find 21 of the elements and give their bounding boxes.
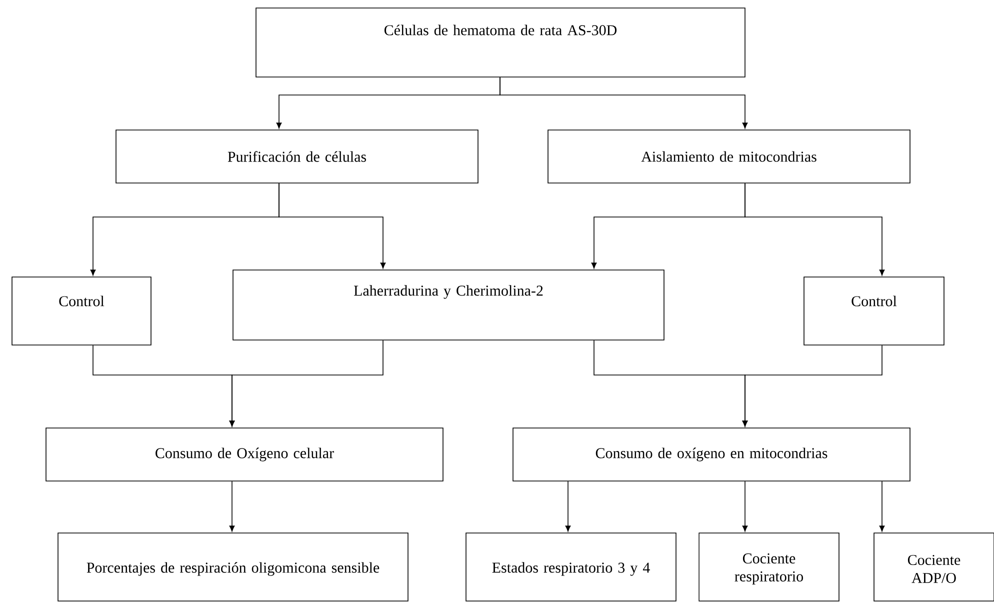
process-box: Control [804, 276, 944, 346]
process-box: Laherradurina y Cherimolina-2 [232, 270, 664, 340]
arrow [744, 183, 885, 276]
arrow [742, 481, 748, 532]
process-box: Células de hematoma de rata AS-30D [256, 8, 746, 78]
arrow [278, 183, 386, 269]
process-box: Aislamiento de mitocondrias [548, 130, 910, 184]
process-box: Cociente respiratorio [698, 532, 840, 602]
arrow [565, 481, 571, 532]
arrow [879, 481, 885, 532]
arrow [742, 345, 882, 427]
arrow [500, 77, 748, 129]
arrow [229, 481, 235, 532]
process-box: Estados respiratorio 3 y 4 [466, 532, 676, 602]
process-box: Consumo de oxígeno en mitocondrias [512, 428, 910, 482]
process-box: Cociente ADP/O [874, 532, 994, 602]
process-box: Consumo de Oxígeno celular [46, 428, 444, 482]
process-box: Control [12, 276, 152, 346]
arrow [229, 340, 384, 427]
process-box: Purificación de células [116, 130, 478, 184]
process-box: Porcentajes de respiración oligomicona sensible [58, 532, 408, 602]
